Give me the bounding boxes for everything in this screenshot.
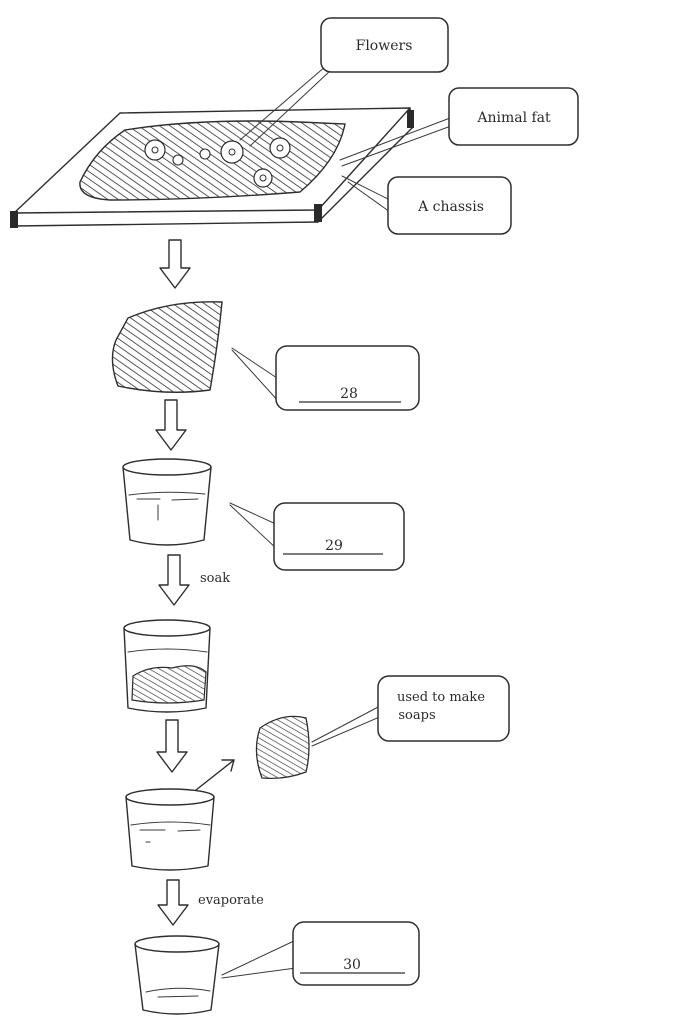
- q30-pointer: [221, 939, 297, 979]
- chassis-callout: A chassis: [387, 176, 512, 235]
- flower-icon: [199, 148, 211, 160]
- down-arrow-icon: [155, 399, 187, 451]
- glass-with-liquid: [122, 458, 212, 546]
- flowers-group: [144, 137, 291, 188]
- fat-block: [111, 301, 223, 393]
- animal-fat-pointer: [339, 117, 452, 167]
- chassis-label: A chassis: [417, 199, 484, 215]
- chassis-pointer: [341, 175, 391, 213]
- flowers-pointer: [239, 65, 332, 147]
- soap-callout: used to make soaps: [377, 675, 510, 742]
- down-arrow-icon: [158, 554, 190, 606]
- soap-pointer: [311, 705, 383, 747]
- evaporate-label: evaporate: [198, 893, 264, 908]
- q28-pointer: [231, 347, 281, 404]
- flower-icon: [144, 139, 166, 161]
- soap-label-line1: used to make: [397, 690, 485, 705]
- flower-icon: [220, 140, 244, 164]
- flowers-label: Flowers: [356, 38, 413, 54]
- flowers-callout: Flowers: [320, 17, 449, 73]
- glass-with-essence: [134, 935, 220, 1015]
- soap-label-line2: soaps: [398, 708, 435, 723]
- q29-callout: 29: [273, 502, 405, 571]
- q28-callout: 28: [275, 345, 420, 411]
- down-arrow-icon: [159, 239, 191, 289]
- q30-number: 30: [343, 957, 361, 973]
- q29-pointer: [229, 502, 279, 551]
- flower-icon: [253, 168, 273, 188]
- down-arrow-icon: [156, 719, 188, 773]
- chassis-tray: [10, 107, 414, 228]
- soak-label: soak: [200, 571, 230, 586]
- animal-fat-callout: Animal fat: [448, 87, 579, 146]
- chassis-leg-left: [10, 211, 18, 228]
- q30-callout: 30: [292, 921, 420, 986]
- chassis-leg-back: [407, 110, 414, 128]
- chassis-leg-front: [314, 204, 322, 222]
- flower-icon: [269, 137, 291, 159]
- q29-number: 29: [325, 538, 343, 554]
- glass-with-liquid: [125, 788, 215, 871]
- side-arrow-icon: [195, 759, 235, 791]
- animal-fat-label: Animal fat: [476, 110, 551, 126]
- glass-with-fat-soaking: [123, 619, 211, 713]
- soap-fat-piece: [255, 715, 310, 780]
- down-arrow-icon: [157, 879, 189, 926]
- animal-fat-layer: [79, 120, 346, 201]
- q28-number: 28: [340, 386, 358, 402]
- flower-icon: [172, 154, 184, 166]
